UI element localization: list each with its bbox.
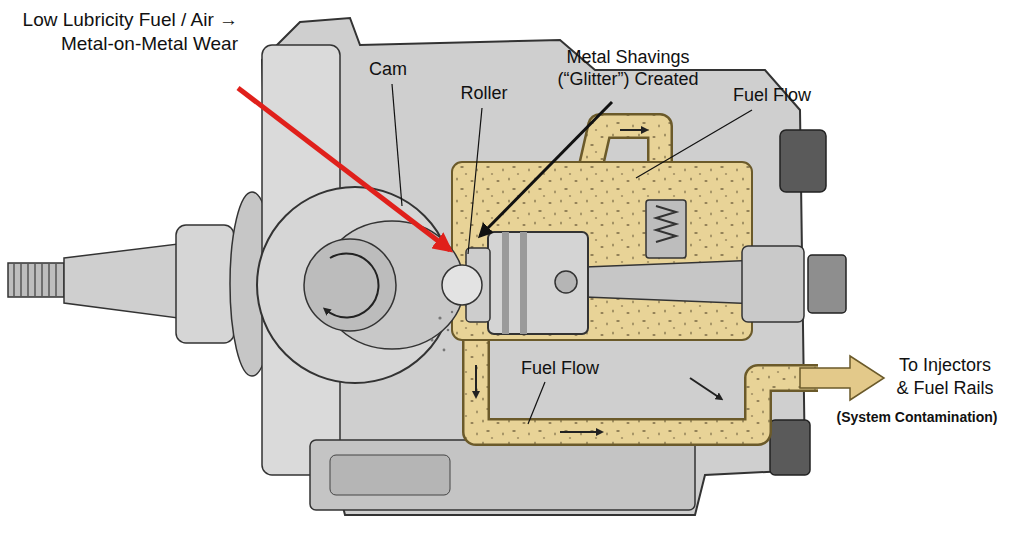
wear-arrow [238,88,450,250]
callout-label: Metal Shavings (“Glitter”) Created [542,46,714,90]
rotation-arrow [326,253,378,317]
outlet-nut [808,255,846,313]
base-pocket [330,455,450,495]
flow-arrow [475,365,477,395]
rod-fitting [742,246,804,322]
housing-bolt [780,130,826,192]
leader-line [392,84,402,206]
flow-arrow [620,129,645,131]
flow-arrow [690,378,720,398]
leader-line [528,382,545,424]
pump-roller [442,265,482,305]
piston-ring [502,232,509,334]
pump-piston [488,232,588,334]
housing-base [310,440,695,510]
output-arrow [800,356,884,400]
metal-particle [431,339,434,342]
piston-pin [555,271,577,293]
valve-spring [656,206,676,242]
shaft-thread [8,263,64,297]
callout-label: Roller [446,82,522,104]
fuel-channel [476,335,818,432]
piston-ring [520,232,527,334]
metal-particle [443,349,446,352]
housing-bolt [770,420,810,475]
thread-lines [14,263,56,297]
shaft-taper [64,244,178,318]
shaft-collar [176,225,234,343]
callout-label: Fuel Flow [712,84,832,106]
callout-label: Cam [358,58,418,80]
cam-shaft [304,239,396,331]
leader-line [636,110,752,178]
callout-label: (System Contamination) [812,408,1022,426]
metal-particle [451,311,453,313]
leader-line [468,108,482,254]
callout-label: Low Lubricity Fuel / Air → Metal-on-Meta… [6,8,238,56]
valve-body [646,200,686,258]
fuel-channel-outline [476,335,818,432]
metal-particle [447,329,450,332]
metal-particle [438,316,441,319]
flow-arrow [560,431,600,433]
callout-label: To Injectors & Fuel Rails [892,354,998,400]
shavings-arrow [480,102,612,236]
connecting-rod [560,260,760,304]
fuel-chamber [452,162,752,340]
callout-label: Fuel Flow [500,357,620,379]
